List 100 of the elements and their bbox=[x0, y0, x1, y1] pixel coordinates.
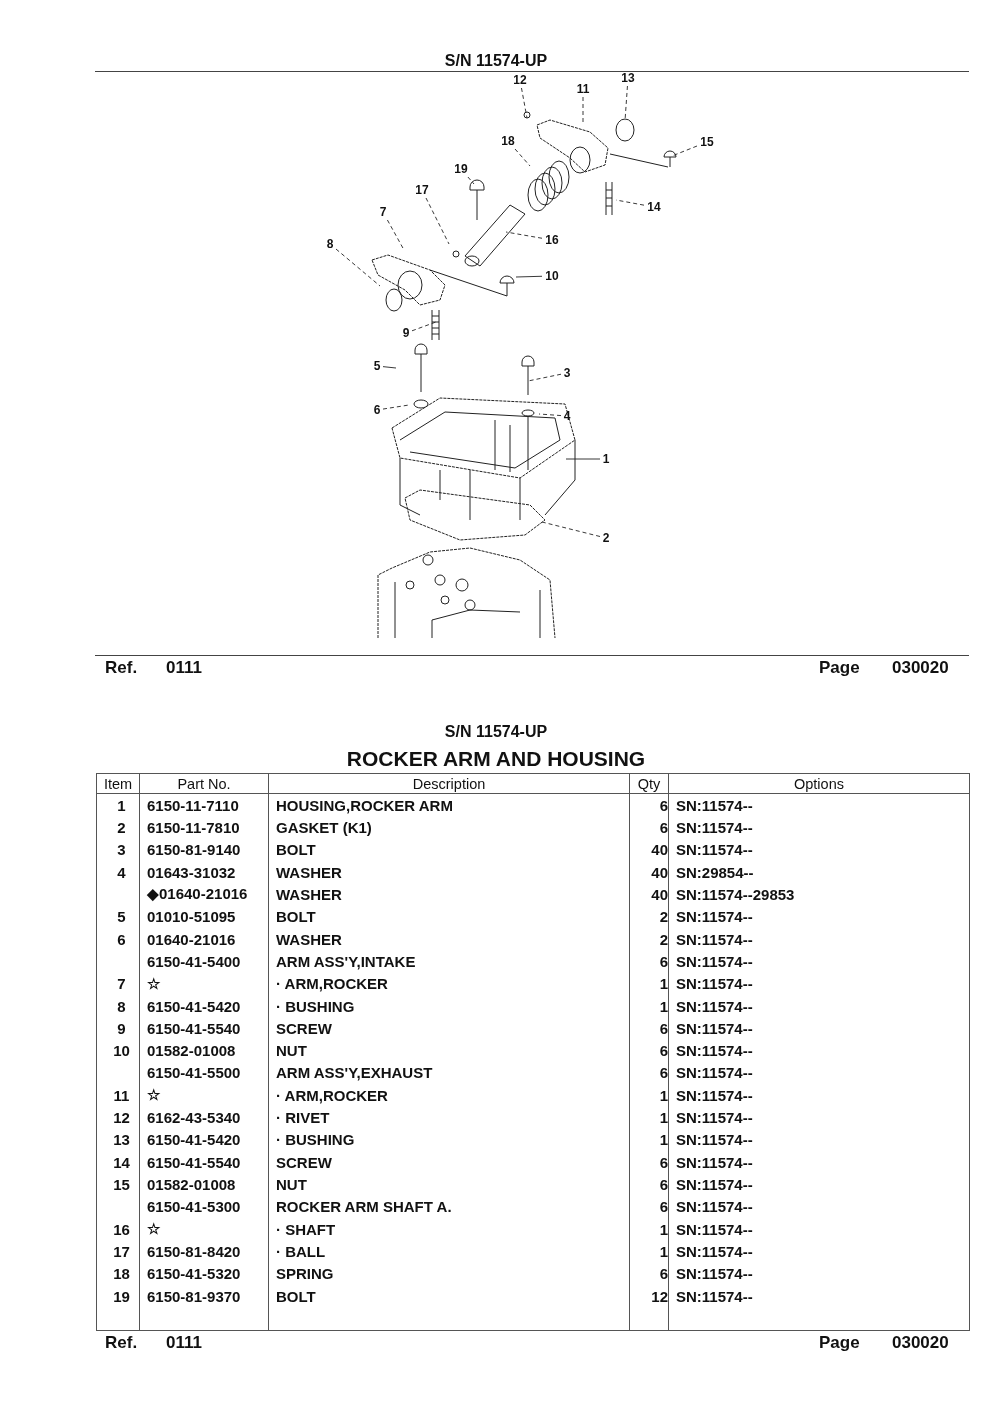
callout-number: 17 bbox=[415, 183, 429, 197]
part-description: · SHAFT bbox=[268, 1218, 630, 1241]
part-description: HOUSING,ROCKER ARM bbox=[268, 793, 630, 817]
callout-number: 19 bbox=[454, 162, 468, 176]
item-number: 15 bbox=[96, 1173, 140, 1196]
quantity: 6 bbox=[629, 816, 669, 839]
serial-range: SN:11574-- bbox=[668, 1017, 970, 1040]
part-number: 01010-51095 bbox=[139, 905, 269, 928]
part-description: BOLT bbox=[268, 905, 630, 928]
leader-line bbox=[514, 148, 531, 167]
item-number: 4 bbox=[96, 861, 140, 884]
leader-line bbox=[521, 87, 528, 119]
part-description: WASHER bbox=[268, 927, 630, 951]
part-number: 01643-31032 bbox=[139, 861, 269, 884]
quantity: 1 bbox=[629, 1084, 669, 1107]
serial-range: SN:11574-- bbox=[668, 927, 970, 951]
callout-number: 12 bbox=[513, 73, 527, 87]
part-number: 01582-01008 bbox=[139, 1173, 269, 1196]
serial-range: SN:11574-- bbox=[668, 1173, 970, 1196]
part-description: WASHER bbox=[268, 883, 630, 906]
column-header: Options bbox=[668, 773, 970, 794]
serial-range: SN:11574-- bbox=[668, 1218, 970, 1241]
serial-range: SN:11574-- bbox=[668, 1151, 970, 1174]
column-header: Part No. bbox=[139, 773, 269, 794]
serial-range: SN:29854-- bbox=[668, 861, 970, 884]
quantity: 1 bbox=[629, 994, 669, 1018]
quantity: 1 bbox=[629, 1106, 669, 1129]
rocker-arm-housing-drawing bbox=[371, 111, 677, 639]
page-title: ROCKER ARM AND HOUSING bbox=[346, 747, 646, 770]
serial-range: SN:11574-- bbox=[668, 793, 970, 817]
part-description: ARM ASS'Y,EXHAUST bbox=[268, 1061, 630, 1085]
serial-range: SN:11574-- bbox=[668, 1039, 970, 1062]
item-number: 9 bbox=[96, 1017, 140, 1040]
quantity: 6 bbox=[629, 1017, 669, 1040]
ref-label: Ref. bbox=[105, 1333, 138, 1353]
part-description: ARM ASS'Y,INTAKE bbox=[268, 950, 630, 973]
item-number: 18 bbox=[96, 1262, 140, 1285]
part-number: 6150-11-7810 bbox=[139, 816, 269, 839]
ref-label: Ref. bbox=[105, 658, 138, 678]
part-number: 6150-41-5540 bbox=[139, 1151, 269, 1174]
part-description: · ARM,ROCKER bbox=[268, 1084, 630, 1107]
leader-line bbox=[671, 145, 698, 157]
serial-range: SN:11574-- bbox=[668, 1195, 970, 1218]
part-description: GASKET (K1) bbox=[268, 816, 630, 839]
callout-number: 8 bbox=[326, 237, 334, 251]
part-description: · BUSHING bbox=[268, 1128, 630, 1152]
callout-number: 6 bbox=[373, 403, 381, 417]
quantity: 1 bbox=[629, 1218, 669, 1241]
quantity: 40 bbox=[629, 861, 669, 884]
serial-range: SN:11574-- bbox=[668, 816, 970, 839]
leader-line bbox=[565, 458, 601, 460]
column-header: Item bbox=[96, 773, 140, 794]
callout-number: 2 bbox=[602, 531, 610, 545]
quantity: 2 bbox=[629, 927, 669, 951]
item-number: 13 bbox=[96, 1128, 140, 1152]
serial-range: SN:11574-- bbox=[668, 1240, 970, 1263]
leader-line bbox=[335, 248, 381, 287]
page-number: 030020 bbox=[892, 1333, 949, 1353]
item-number: 1 bbox=[96, 793, 140, 817]
serial-range: SN:11574-- bbox=[668, 1084, 970, 1107]
page-label: Page bbox=[819, 1333, 860, 1353]
callout-number: 4 bbox=[563, 409, 571, 423]
item-number: 16 bbox=[96, 1218, 140, 1241]
callout-number: 1 bbox=[602, 452, 610, 466]
leader-line bbox=[505, 231, 543, 239]
part-number: 6150-41-5320 bbox=[139, 1262, 269, 1285]
quantity: 6 bbox=[629, 1061, 669, 1085]
callout-number: 16 bbox=[545, 233, 559, 247]
part-number: 6150-81-9140 bbox=[139, 838, 269, 861]
part-description: SPRING bbox=[268, 1262, 630, 1285]
leader-line bbox=[382, 404, 410, 410]
item-number: 11 bbox=[96, 1084, 140, 1107]
page-label: Page bbox=[819, 658, 860, 678]
quantity: 1 bbox=[629, 972, 669, 995]
item-number: 2 bbox=[96, 816, 140, 839]
serial-range: SN:11574-- bbox=[668, 1262, 970, 1285]
part-number: 6150-41-5500 bbox=[139, 1061, 269, 1085]
quantity: 40 bbox=[629, 838, 669, 861]
serial-range: SN:11574-- bbox=[668, 950, 970, 973]
serial-range: SN:11574-- bbox=[668, 838, 970, 861]
leader-line bbox=[541, 521, 601, 537]
part-description: BOLT bbox=[268, 1284, 630, 1308]
item-number: 19 bbox=[96, 1284, 140, 1308]
item-number: 10 bbox=[96, 1039, 140, 1062]
quantity: 6 bbox=[629, 1262, 669, 1285]
column-header: Description bbox=[268, 773, 630, 794]
part-number: ☆ bbox=[139, 1084, 269, 1107]
part-description: · BALL bbox=[268, 1240, 630, 1263]
part-number: ☆ bbox=[139, 1218, 269, 1241]
serial-range: SN:11574-- bbox=[668, 905, 970, 928]
item-number: 12 bbox=[96, 1106, 140, 1129]
model-heading: S/N 11574-UP bbox=[444, 723, 548, 740]
quantity: 12 bbox=[629, 1284, 669, 1308]
part-description: · RIVET bbox=[268, 1106, 630, 1129]
callout-number: 11 bbox=[576, 82, 590, 96]
quantity: 1 bbox=[629, 1240, 669, 1263]
serial-range: SN:11574-- bbox=[668, 1284, 970, 1308]
item-number: 17 bbox=[96, 1240, 140, 1263]
part-number: 6150-41-5420 bbox=[139, 994, 269, 1018]
part-description: WASHER bbox=[268, 861, 630, 884]
